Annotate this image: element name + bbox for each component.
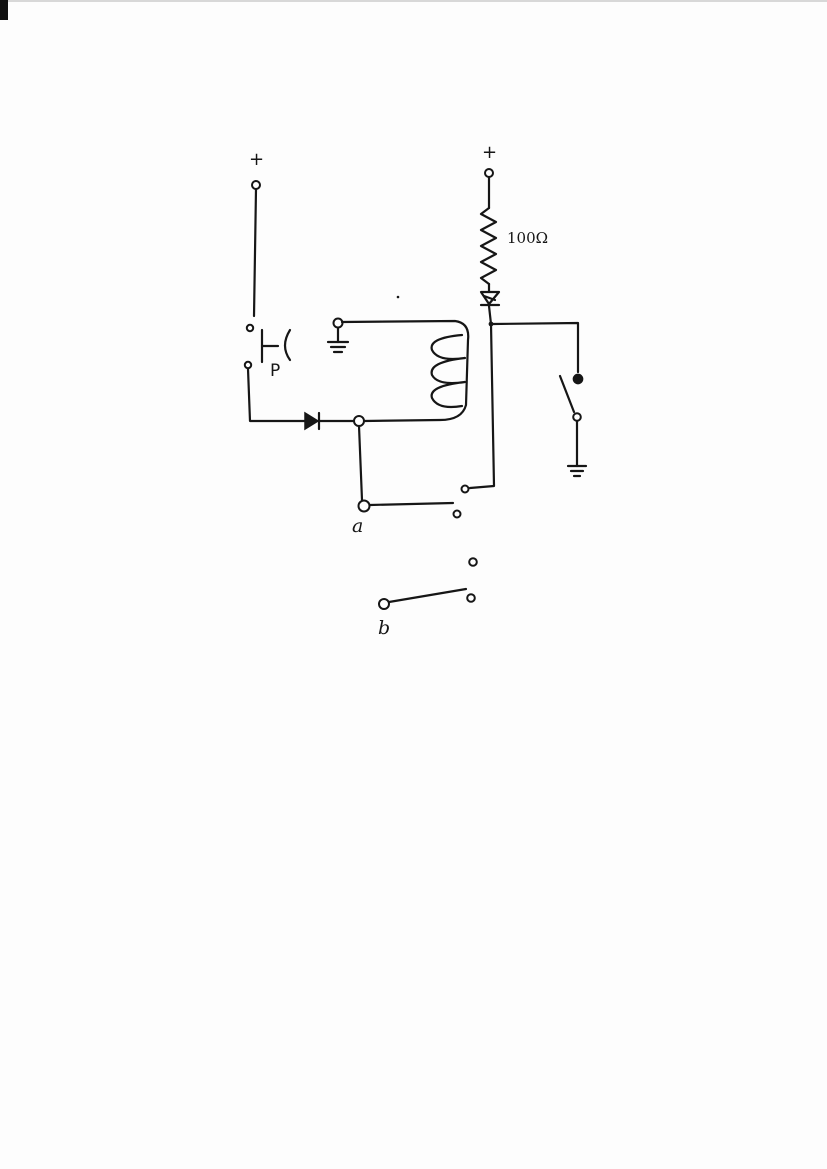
pushbutton-to-diode-wire (246, 367, 307, 423)
led (479, 282, 501, 307)
relay-coil (332, 317, 470, 423)
switch-ground (566, 464, 588, 478)
contact-b-label: b (378, 617, 390, 639)
diode-triangle (304, 411, 320, 431)
diode (304, 411, 321, 431)
right-supply-terminal (484, 168, 494, 178)
relay-contact-b: b (378, 557, 478, 639)
stray-ink-dot (396, 295, 400, 299)
pushbutton-label: P (270, 361, 280, 381)
scan-edge-mark (0, 0, 8, 20)
contact-b-lower-terminal (466, 593, 476, 603)
coil-ground-node (332, 317, 344, 329)
contact-a-common (357, 499, 371, 513)
left-supply-wire (252, 187, 258, 318)
coil-ground (326, 326, 350, 354)
contact-b-arm (387, 587, 468, 604)
pushbutton-upper-contact (245, 323, 255, 333)
contact-a-label: a (352, 515, 363, 537)
left-supply-terminal (251, 180, 261, 190)
pushbutton-switch: P (243, 323, 292, 381)
left-supply: + (249, 149, 264, 318)
led-to-contact-wire (468, 304, 496, 490)
contact-a-upper-terminal (460, 484, 470, 494)
left-supply-plus-label: + (249, 149, 264, 170)
contact-b-upper-terminal (468, 557, 478, 567)
led-to-switch-wire (491, 321, 580, 374)
pushbutton-cap (283, 328, 292, 362)
switch-lower-contact (572, 412, 582, 422)
switch-upper-contact (572, 373, 584, 385)
resistor-value-label: 100Ω (507, 229, 548, 247)
coil-junction-node (353, 415, 365, 427)
resistor-zigzag (479, 206, 498, 286)
right-supply: + (482, 142, 497, 210)
contact-a-lower-terminal (452, 509, 462, 519)
right-supply-plus-label: + (482, 142, 497, 163)
led-triangle (479, 290, 501, 306)
resistor: 100Ω (479, 206, 548, 286)
relay-contact-a: a (352, 484, 470, 537)
page-top-edge (8, 0, 827, 2)
switch (558, 373, 584, 468)
coil-to-contact-a-wire (357, 424, 364, 502)
contact-b-common (378, 598, 390, 610)
pushbutton-lower-contact (243, 360, 253, 370)
switch-lever (558, 374, 576, 414)
coil-winding (430, 333, 467, 409)
contact-a-arm (368, 501, 455, 507)
coil-frame-wire (340, 319, 470, 423)
